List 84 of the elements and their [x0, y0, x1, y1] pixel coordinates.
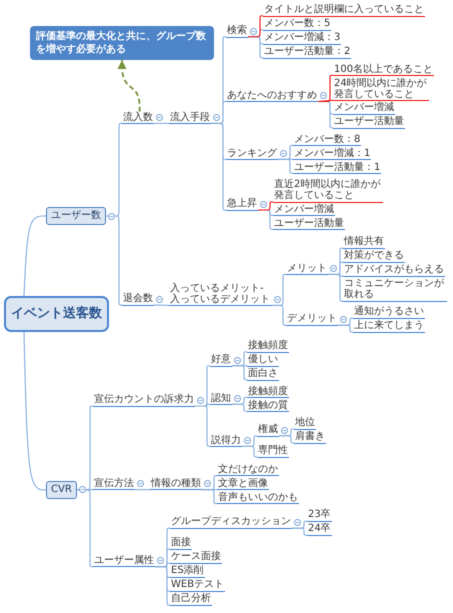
subtopic: 上に来てしまう: [353, 320, 425, 333]
subtopic: タイトルと説明欄に入っていること: [263, 4, 425, 16]
connector-line: [258, 201, 274, 211]
subtopic: 文だけなのか: [217, 464, 279, 476]
subtopic: 文章と画像: [217, 478, 269, 490]
connector-line: [278, 158, 294, 174]
connector-line: [23, 332, 46, 491]
connector-line: [272, 304, 286, 326]
subtopic: ユーザー活動量: [273, 218, 345, 230]
subtopic: 自己分析: [170, 593, 212, 606]
subtopic: 対策ができる: [343, 250, 405, 263]
subtopic: 面接: [170, 537, 192, 550]
subtopic: 好意: [210, 354, 232, 366]
connector-line: [232, 365, 248, 380]
connector-line: [318, 100, 334, 102]
arrow: [118, 60, 140, 112]
subtopic: デメリット: [286, 313, 338, 326]
subtopic: 流入数: [122, 112, 154, 124]
connector-line: [248, 15, 264, 38]
central-topic: イベント送客数: [4, 296, 109, 332]
subtopic: ユーザー活動量：1: [293, 162, 382, 174]
subtopic: 面白さ: [247, 368, 279, 380]
connector-line: [23, 215, 46, 296]
subtopic: グループディスカッション: [170, 516, 292, 529]
subtopic: メンバー数：8: [293, 134, 362, 146]
subtopic: 宣伝カウントの訴求力: [93, 394, 195, 407]
connector-line: [328, 274, 344, 302]
subtopic: メリット: [286, 262, 328, 276]
subtopic: 100名以上であること: [333, 64, 434, 76]
subtopic: メンバー増減: [333, 102, 395, 114]
subtopic: 情報の種類: [150, 478, 202, 490]
subtopic: 音声もいいのかも: [217, 492, 299, 504]
connector-line: [279, 435, 294, 444]
subtopic: 肩書き: [294, 431, 326, 444]
connector-line: [242, 446, 258, 458]
subtopic: 接触の質: [247, 400, 289, 412]
subtopic: 23卒: [307, 509, 332, 522]
subtopic: 退会数: [122, 293, 154, 306]
connector-line: [202, 489, 218, 504]
main-topic: CVR: [46, 480, 77, 499]
subtopic: アドバイスがもらえる: [343, 264, 445, 277]
subtopic: 急上昇: [226, 198, 258, 211]
subtopic: 情報共有: [343, 236, 385, 249]
connector-line: [292, 528, 308, 536]
subtopic: 検索: [226, 25, 248, 38]
subtopic: コミュニケーションが取れる: [343, 278, 447, 302]
subtopic: ユーザー属性: [93, 554, 155, 568]
subtopic: 地位: [294, 417, 316, 430]
connector-line: [232, 404, 248, 412]
subtopic: あなたへのおすすめ: [226, 90, 318, 102]
subtopic: 接触頻度: [247, 340, 289, 352]
subtopic: 権威: [257, 424, 279, 436]
subtopic: 接触頻度: [247, 386, 289, 398]
main-topic: ユーザー数: [46, 207, 106, 225]
callout-box: 評価基準の最大化と共に、グループ数を増やす必要がある: [30, 26, 214, 60]
connector-line: [76, 489, 94, 568]
connector-line: [155, 566, 170, 606]
subtopic: ケース面接: [170, 551, 222, 564]
subtopic: ランキング: [226, 148, 278, 160]
connector-line: [211, 122, 226, 211]
connector-line: [154, 304, 170, 306]
subtopic: 24卒: [307, 523, 332, 536]
subtopic: 通知がうるさい: [353, 306, 425, 319]
connector-line: [154, 122, 169, 124]
subtopic: ユーザー活動量：2: [263, 46, 352, 58]
subtopic: メンバー数：5: [263, 18, 332, 30]
subtopic: 説得力: [210, 434, 242, 447]
subtopic: 流入手段: [169, 112, 211, 124]
subtopic: 専門性: [257, 445, 289, 458]
subtopic: 入っているメリット-入っているデメリット: [169, 282, 272, 306]
subtopic: 優しい: [247, 354, 279, 366]
subtopic: WEBテスト: [170, 579, 226, 592]
subtopic: メンバー増減: [273, 204, 335, 216]
subtopic: 直近2時間以内に誰かが発言していること: [273, 179, 383, 202]
subtopic: ES添削: [170, 565, 205, 578]
connector-line: [195, 405, 210, 447]
subtopic: メンバー増減：3: [263, 32, 342, 44]
connector-line: [338, 324, 354, 333]
subtopic: 24時間以内に誰かが発言していること: [333, 78, 429, 101]
subtopic: 認知: [210, 392, 232, 405]
connector-line: [135, 489, 150, 490]
subtopic: ユーザー活動量: [333, 116, 405, 128]
subtopic: メンバー増減：1: [293, 148, 372, 160]
subtopic: 宣伝方法: [93, 478, 135, 490]
